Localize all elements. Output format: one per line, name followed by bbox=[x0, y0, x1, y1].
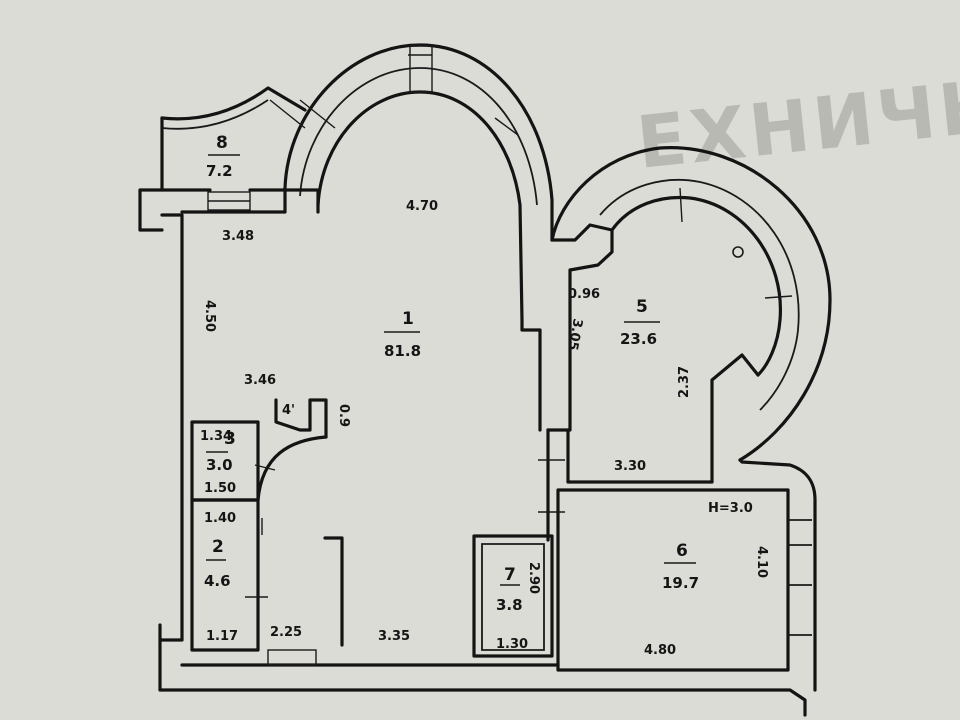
room6-outer-wall bbox=[738, 458, 817, 692]
opening-tick bbox=[494, 117, 519, 136]
dim-room7-bottom: 1.30 bbox=[496, 637, 528, 652]
room6-number: 6 bbox=[676, 541, 688, 561]
left-outer-wall bbox=[138, 116, 164, 232]
room1-right-wall bbox=[520, 318, 542, 432]
opening-tick bbox=[299, 99, 336, 129]
room5-left-wall bbox=[546, 223, 614, 432]
dim-room8-bottom: 3.48 bbox=[222, 229, 254, 244]
dim-bottom-mid: 3.35 bbox=[378, 629, 410, 644]
room2-area: 4.6 bbox=[204, 572, 231, 590]
room5-right-wall bbox=[566, 353, 760, 484]
room2-box bbox=[190, 498, 260, 652]
room6-box bbox=[556, 488, 790, 672]
opening-tick bbox=[679, 187, 683, 223]
dim-room6-height: H=3.0 bbox=[708, 501, 753, 516]
arch-outer-wall bbox=[283, 43, 554, 242]
dim-niche-top: 4' bbox=[282, 403, 295, 418]
room8-bay-wall bbox=[160, 86, 307, 121]
room6-area: 19.7 bbox=[662, 574, 699, 592]
dim-room1-left: 4.50 bbox=[202, 300, 217, 332]
room8-bottom-wall bbox=[160, 188, 320, 214]
window-hatches bbox=[207, 45, 433, 666]
room8-bay-inner bbox=[161, 99, 269, 130]
opening-tick bbox=[254, 464, 276, 471]
opening-tick bbox=[269, 99, 306, 129]
dim-room7-side: 2.90 bbox=[526, 562, 541, 594]
room3-area: 3.0 bbox=[206, 456, 233, 474]
room6-window-frame bbox=[788, 519, 812, 636]
room5-area: 23.6 bbox=[620, 330, 657, 348]
dim-room2-top: 1.40 bbox=[204, 511, 236, 526]
room3-number: 3 bbox=[224, 429, 236, 449]
room8-number: 8 bbox=[216, 133, 228, 153]
dim-room5-gap: 0.96 bbox=[568, 287, 600, 302]
walls bbox=[138, 43, 832, 717]
opening-tick bbox=[764, 295, 793, 299]
dim-top-arch: 4.70 bbox=[406, 199, 438, 214]
room5-number: 5 bbox=[636, 297, 648, 317]
dim-room6-right: 4.10 bbox=[754, 546, 769, 578]
corridor-curve bbox=[256, 435, 328, 502]
dim-room1-inner: 3.46 bbox=[244, 373, 276, 388]
left-wall-strip bbox=[158, 213, 184, 642]
room5-bay-window bbox=[599, 178, 800, 411]
room1-area: 81.8 bbox=[384, 342, 421, 360]
dim-room5-bottom: 3.30 bbox=[614, 459, 646, 474]
window-mark bbox=[267, 649, 317, 666]
dim-bottom-left: 2.25 bbox=[270, 625, 302, 640]
dim-room5-right: 2.37 bbox=[677, 366, 692, 398]
arch-window-line bbox=[299, 67, 538, 206]
room-labels: 1 81.8 2 4.6 3 3.0 5 23.6 6 19.7 7 3.8 8… bbox=[204, 133, 699, 614]
room5-bay-outer bbox=[550, 146, 832, 462]
corridor-divider bbox=[323, 536, 344, 647]
window-mark bbox=[409, 45, 433, 93]
room8-area: 7.2 bbox=[206, 162, 233, 180]
room7-number: 7 bbox=[504, 565, 516, 585]
room1-top-left-wall bbox=[180, 188, 287, 214]
background-print-text: ЕХНИЧН ИТОР bbox=[633, 35, 960, 185]
room7-box bbox=[472, 534, 554, 658]
dim-room6-bottom: 4.80 bbox=[644, 643, 676, 658]
room7-inner bbox=[481, 543, 545, 651]
dimension-labels: 4.70 3.48 4.50 3.46 1.34 1.50 1.40 1.17 … bbox=[200, 199, 769, 658]
circle-mark bbox=[732, 246, 744, 258]
corridor-niche bbox=[274, 398, 328, 439]
room5-bay-inner bbox=[610, 195, 782, 377]
room1-number: 1 bbox=[402, 309, 414, 329]
dim-room2-bottom: 1.17 bbox=[206, 629, 238, 644]
room2-number: 2 bbox=[212, 537, 224, 557]
bottom-outer-wall bbox=[158, 623, 807, 717]
dim-room3-top: 1.34 bbox=[200, 429, 232, 444]
opening-ticks bbox=[245, 54, 793, 598]
dim-room5-left: 3.05 bbox=[564, 317, 584, 351]
dim-room3-bottom: 1.50 bbox=[204, 481, 236, 496]
room7-area: 3.8 bbox=[496, 596, 523, 614]
dim-niche-width: 0.9 bbox=[336, 404, 351, 427]
